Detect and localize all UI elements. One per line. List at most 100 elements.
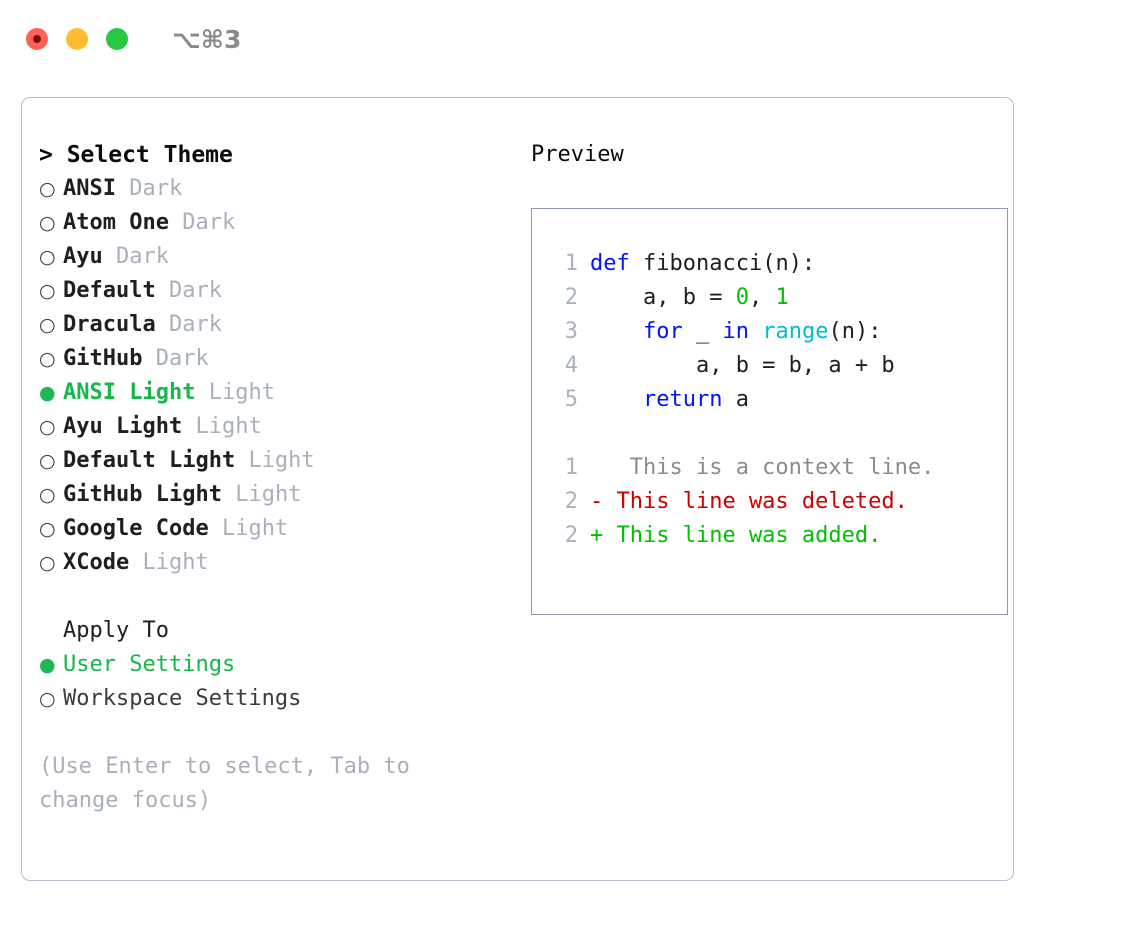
radio-unselected-icon: ○ [39,280,56,302]
apply-to-option-workspace-settings[interactable]: ○ Workspace Settings [39,682,509,716]
code-line: 3 for _ in range(n): [550,315,1007,349]
preview-title: Preview [531,142,624,167]
theme-kind-badge: Light [235,482,302,507]
code-token-txt: a [722,387,749,412]
apply-to-option-user-settings[interactable]: ● User Settings [39,648,509,682]
spacer [169,206,182,240]
code-token-txt: a, b = [590,285,736,310]
code-token-txt: (n): [828,319,882,344]
theme-list[interactable]: ○ANSI Dark○Atom One Dark○Ayu Dark○Defaul… [39,172,509,580]
radio-unselected-icon: ○ [39,688,56,710]
title-bar: ⌥⌘3 [0,0,1140,78]
line-number: 5 [564,387,578,412]
code-line: 2 a, b = 0, 1 [550,281,1007,315]
line-number: 2 [564,523,578,548]
diff-line-ctx: 1 This is a context line. [550,451,1007,485]
code-line: 5 return a [550,383,1007,417]
theme-kind-badge: Dark [168,312,222,337]
apply-to-label: Workspace Settings [63,686,302,711]
code-text: return a [590,383,749,417]
theme-option-default[interactable]: ○ Default Dark [39,274,509,308]
radio-unselected-icon: ○ [39,484,56,506]
radio-unselected-icon: ○ [39,518,56,540]
theme-name: Google Code [63,516,209,541]
radio-unselected-icon: ○ [39,450,56,472]
code-token-txt: fibonacci(n): [629,251,816,276]
code-line: 4 a, b = b, a + b [550,349,1007,383]
radio-unselected-icon: ○ [39,552,56,574]
code-line: 1 def fibonacci(n): [550,247,1007,281]
radio-unselected-icon: ○ [39,416,56,438]
code-text: def fibonacci(n): [590,247,815,281]
code-token-txt: , [748,285,776,310]
line-number: 2 [564,489,578,514]
apply-to-list[interactable]: ● User Settings ○ Workspace Settings [39,648,509,716]
theme-name: Ayu Light [63,414,183,439]
code-text: a, b = b, a + b [590,349,895,383]
spacer [103,240,116,274]
theme-name: GitHub [63,346,143,371]
apply-to-header: Apply To [63,618,169,643]
line-number: 3 [564,319,578,344]
minimize-button[interactable] [66,28,88,50]
radio-selected-icon: ● [39,654,56,676]
code-token-txt [590,319,643,344]
theme-option-ansi[interactable]: ○ANSI Dark [39,172,509,206]
radio-unselected-icon: ○ [39,348,56,370]
code-token-txt [749,319,762,344]
theme-option-github[interactable]: ○GitHub Dark [39,342,509,376]
section-spacer [39,580,509,614]
theme-option-atom-one[interactable]: ○Atom One Dark [39,206,509,240]
theme-kind-badge: Dark [182,210,236,235]
theme-name: Ayu [63,244,103,269]
theme-kind-badge: Light [142,550,209,575]
spacer [209,512,222,546]
maximize-button[interactable] [106,28,128,50]
close-button[interactable] [26,28,48,50]
diff-text: + This line was added. [590,523,882,548]
window-controls [26,28,128,50]
theme-option-ansi-light[interactable]: ●ANSI Light Light [39,376,509,410]
theme-option-github-light[interactable]: ○ GitHub Light Light [39,478,509,512]
diff-text: - This line was deleted. [590,489,908,514]
spacer [156,308,169,342]
theme-kind-badge: Light [248,448,315,473]
theme-option-xcode[interactable]: ○XCode Light [39,546,509,580]
code-token-txt [590,387,643,412]
theme-option-default-light[interactable]: ○ Default Light Light [39,444,509,478]
code-token-kw: for [642,319,683,344]
apply-to-label: User Settings [63,652,236,677]
code-token-kw: return [642,387,723,412]
keyboard-hint-text: (Use Enter to select, Tab to change focu… [39,754,410,813]
theme-selector-column: > Select Theme ○ANSI Dark○Atom One Dark○… [39,138,509,880]
theme-kind-badge: Dark [129,176,183,201]
theme-option-ayu-light[interactable]: ○ Ayu Light Light [39,410,509,444]
theme-option-google-code[interactable]: ○ Google Code Light [39,512,509,546]
code-token-kw: in [722,319,749,344]
theme-name: Default Light [63,448,236,473]
theme-option-ayu[interactable]: ○Ayu Dark [39,240,509,274]
code-token-txt: _ [682,319,723,344]
spacer [156,274,169,308]
line-number: 1 [564,251,578,276]
diff-line-add: 2 + This line was added. [550,519,1007,553]
code-token-kw: def [590,251,630,276]
theme-name: Default [63,278,156,303]
theme-name: Dracula [63,312,156,337]
diff-spacer [550,417,1007,451]
radio-unselected-icon: ○ [39,314,56,336]
line-number: 2 [564,285,578,310]
radio-selected-icon: ● [39,382,56,404]
diff-line-del: 2 - This line was deleted. [550,485,1007,519]
theme-kind-badge: Light [221,516,289,541]
theme-option-dracula[interactable]: ○ Dracula Dark [39,308,509,342]
theme-name: Atom One [63,210,169,235]
radio-unselected-icon: ○ [39,246,56,268]
theme-kind-badge: Light [195,414,262,439]
theme-kind-badge: Dark [168,278,222,303]
theme-name: GitHub Light [63,482,222,507]
